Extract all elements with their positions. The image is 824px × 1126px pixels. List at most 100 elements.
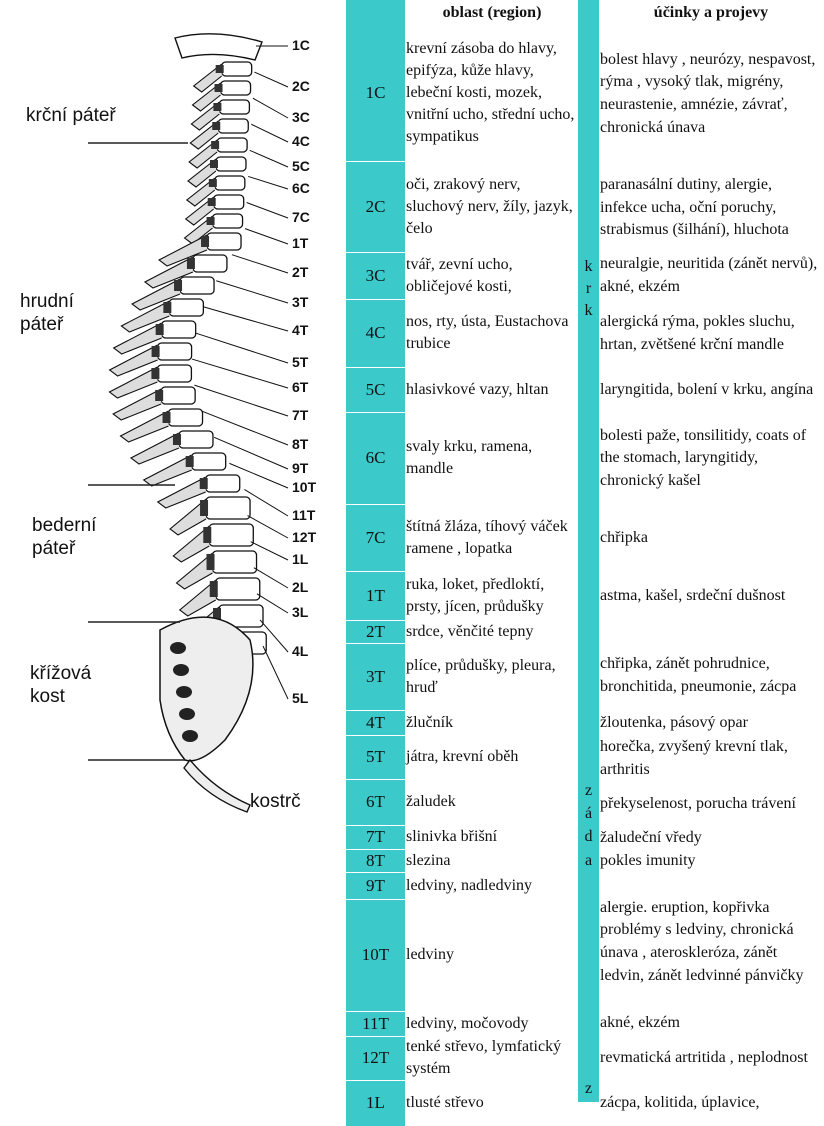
row-code: 10T [361,945,390,964]
pointer-line [259,619,289,653]
row-region: svaly krku, ramena, mandle [406,438,533,477]
row-region: oči, zrakový nerv, sluchový nerv, žíly, … [406,175,573,237]
row-effect: neuralgie, neuritida (zánět nervů), akné… [600,255,818,295]
vertebra-body [215,577,261,601]
pointer-line [262,645,289,700]
row-divider [346,825,405,826]
pointer-line [213,436,289,470]
facet-joint [213,608,221,624]
spinous-process [185,177,216,207]
facet-joint [163,302,172,313]
row-divider [346,735,405,736]
vertebra-label: 10T [292,479,317,495]
vertebra-label: 4L [292,643,309,659]
spinous-process [169,498,207,536]
vertebra-body [179,276,215,295]
row-divider [346,1080,405,1081]
row-effect: zácpa, kolitida, úplavice, [600,1093,760,1111]
spine-bones [108,33,267,813]
spinous-process [112,322,162,355]
vertebra-body [168,298,205,317]
header-effects: účinky a projevy [653,4,769,21]
vertebra-label: 6T [292,379,309,395]
row-region: plíce, průdušky, pleura, hruď [406,656,556,696]
row-region: tvář, zevní ucho, obličejové kosti, [406,255,513,295]
facet-joint [200,500,209,516]
row-effect: alergická rýma, pokles sluchu, hrtan, zv… [600,312,795,353]
vertebra-body [214,175,246,191]
vertebra-body [206,232,242,251]
row-effect: bolesti paže, tonsilitidy, coats of the … [600,426,807,489]
sacrum-label: křížová kost [30,663,92,707]
row-divider [346,252,405,253]
row-effect: paranasální dutiny, alergie, infekce uch… [600,176,789,239]
row-divider [346,620,405,621]
cervical-label: krční páteř [26,105,116,126]
vertebra-body [213,194,245,210]
vertebra-label: 1C [292,37,310,53]
facet-joint [174,280,183,291]
vertebra-label: 3C [292,109,310,125]
vertebra-body [221,61,253,77]
coccyx [183,758,251,813]
facet-joint [186,258,195,269]
pointer-line [216,280,289,304]
row-effect: laryngitida, bolení v krku, angína [600,380,814,398]
spinous-process [131,278,181,311]
pointer-line [256,593,289,614]
facet-joint [151,346,160,357]
side-letter: d [584,828,593,845]
row-region: ruka, loket, předloktí, prsty, jícen, pr… [406,575,545,615]
pointer-line [250,541,289,561]
sacral-foramen [182,730,198,742]
sacral-foramen [173,664,189,676]
pointer-line [201,410,289,446]
row-effect: chřipka, zánět pohrudnice, bronchitida, … [600,655,797,695]
spinous-process [187,158,217,188]
facet-joint [155,324,164,335]
row-divider [346,872,405,873]
spinous-process [112,388,162,421]
row-region: hlasivkové vazy, hltan [406,380,549,398]
facet-joint [203,527,212,543]
vertebra-label: 4C [292,133,310,149]
side-letter: k [584,302,593,319]
spinous-process [178,579,217,617]
facet-joint [151,368,160,379]
row-divider [346,710,405,711]
vertebra-label: 3L [292,604,309,620]
row-region: štítná žláza, tíhový váček ramene , lopa… [406,517,568,557]
row-code: 4T [366,712,385,732]
pointer-line [191,358,289,389]
row-effect: žaludeční vředy [600,828,702,846]
row-region: tlusté střevo [406,1094,484,1111]
side-letter: a [584,852,593,869]
row-code: 2C [365,196,386,216]
vertebra-label: 2T [292,264,309,280]
vertebra-body [167,408,204,427]
vertebra-label: 1L [292,551,309,567]
vertebra-body [191,452,227,471]
vertebra-label: 12T [292,529,317,545]
facet-joint [214,84,223,92]
row-divider [346,299,405,300]
row-divider [346,412,405,413]
vertebra-label: 5C [292,158,310,174]
facet-joint [206,554,215,570]
pointer-line [251,123,289,143]
facet-joint [199,478,208,489]
facet-joint [155,390,164,401]
facet-joint [185,456,194,467]
row-region: žlučník [406,713,454,731]
pointer-line [254,71,289,88]
vertebra-label: 7T [292,407,309,423]
row-code: 1T [366,585,385,605]
row-effect: bolest hlavy , neurózy, nespavost, rýma … [600,50,816,136]
pointer-lines [191,45,289,700]
row-effect: astma, kašel, srdeční dušnost [600,587,786,605]
facet-joint [206,217,215,225]
row-region: ledviny, močovody [406,1014,529,1032]
pointer-line [231,254,289,274]
row-effect: pokles imunity [600,851,696,869]
vertebra-body [156,342,193,361]
